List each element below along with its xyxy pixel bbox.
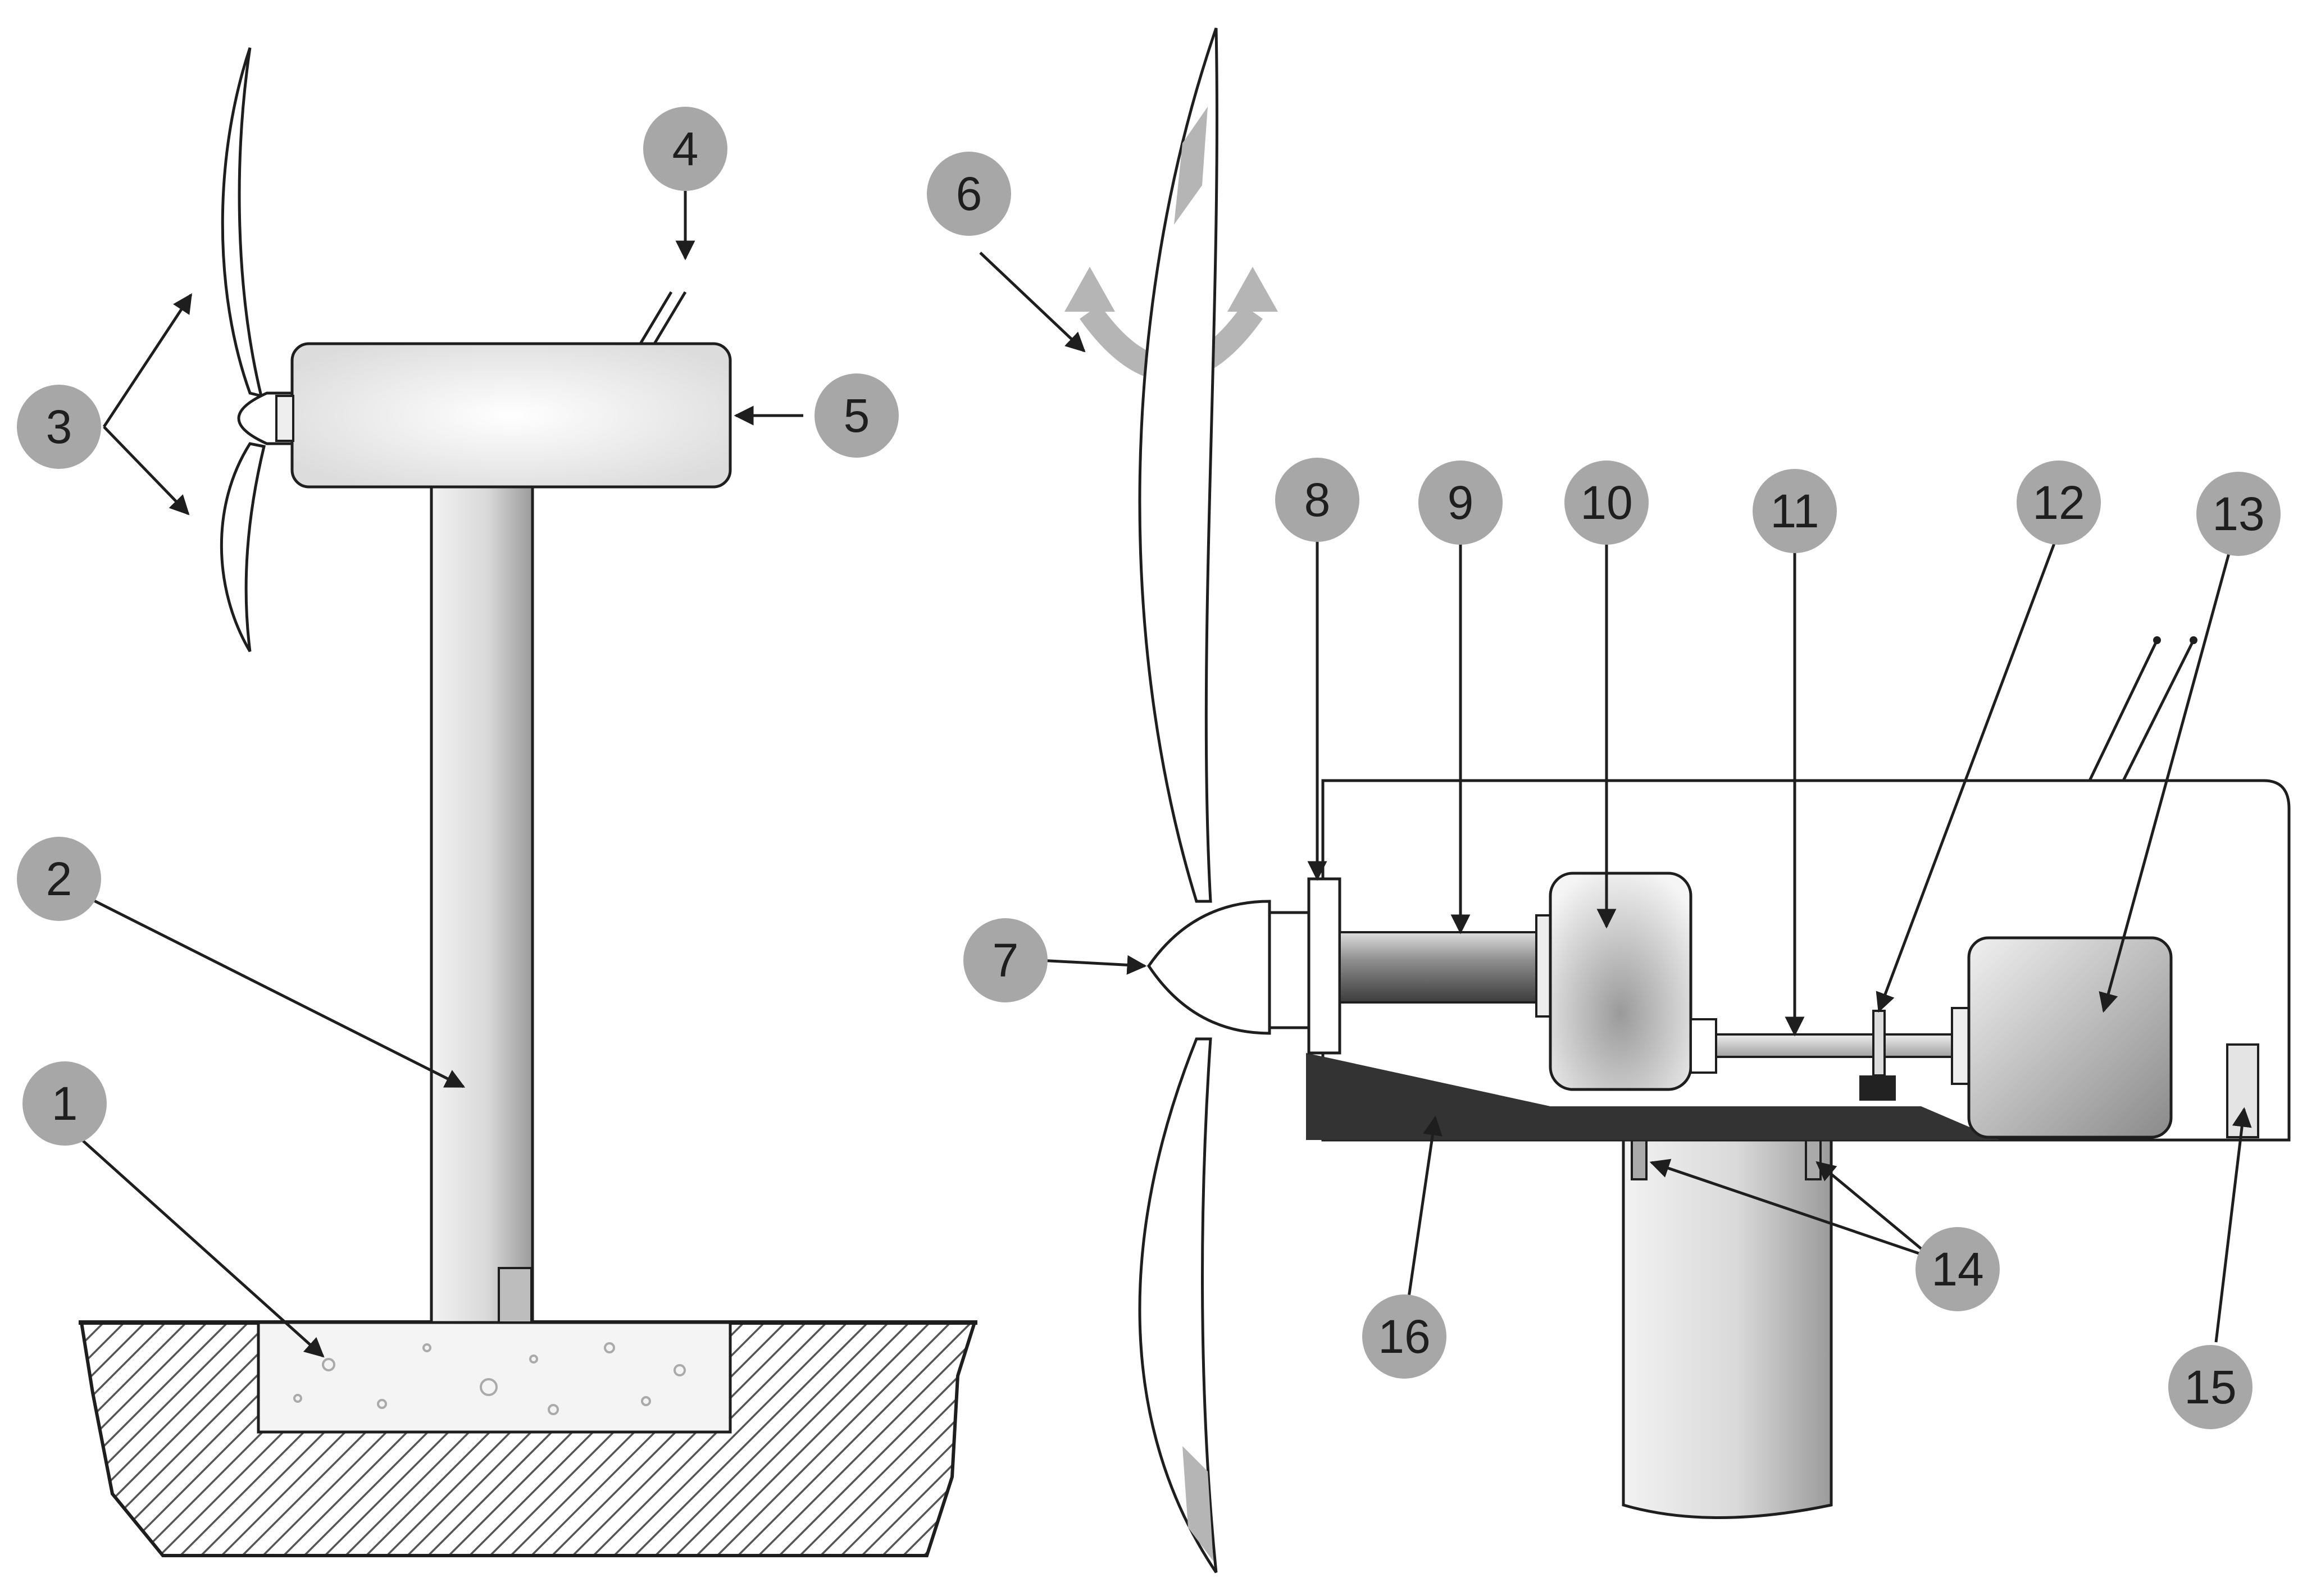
tower [430, 484, 534, 1324]
svg-text:14: 14 [1931, 1243, 1983, 1296]
svg-text:16: 16 [1378, 1310, 1430, 1363]
badge-9: 9 [1418, 460, 1503, 545]
badge-7: 7 [963, 918, 1048, 1002]
badge-6: 6 [927, 152, 1011, 236]
badge-1: 1 [22, 1061, 107, 1146]
badge-8: 8 [1275, 458, 1359, 542]
spinner-nose-cone [1146, 900, 1271, 1035]
badge-14: 14 [1915, 1227, 2000, 1311]
svg-text:2: 2 [46, 852, 72, 905]
svg-text:10: 10 [1580, 476, 1632, 529]
badge-11: 11 [1753, 469, 1837, 553]
base-plate [1306, 1053, 2000, 1140]
main-shaft [1339, 931, 1543, 1004]
badge-12: 12 [2017, 460, 2101, 545]
badge-5: 5 [814, 373, 899, 458]
svg-text:9: 9 [1448, 476, 1474, 529]
tower-top-section [1622, 1138, 1833, 1519]
concrete-foundation-block [257, 1321, 732, 1434]
gearbox [1535, 872, 1717, 1091]
svg-text:13: 13 [2212, 487, 2264, 540]
anemometer [639, 291, 687, 345]
svg-text:8: 8 [1304, 473, 1331, 526]
badge-4: 4 [643, 107, 727, 191]
svg-text:15: 15 [2184, 1361, 2236, 1413]
svg-text:1: 1 [52, 1077, 78, 1130]
badge-2: 2 [17, 837, 101, 921]
nacelle [290, 342, 732, 489]
rotor-blades-side-view [220, 47, 294, 653]
svg-text:11: 11 [1770, 485, 1819, 537]
svg-text:4: 4 [672, 122, 699, 175]
high-speed-shaft [1715, 1033, 1953, 1058]
rotor-blades-cutaway [1138, 28, 1218, 1574]
generator [1951, 936, 2173, 1139]
badge-10: 10 [1564, 460, 1649, 545]
svg-text:5: 5 [844, 389, 870, 442]
svg-text:7: 7 [993, 934, 1019, 987]
badge-3: 3 [17, 385, 101, 469]
svg-text:12: 12 [2032, 476, 2085, 529]
leader-lines [75, 191, 2252, 1358]
hub-bearing [1265, 877, 1341, 1055]
badge-15: 15 [2168, 1345, 2253, 1429]
svg-text:6: 6 [956, 167, 982, 220]
badge-16: 16 [1362, 1294, 1446, 1379]
svg-text:3: 3 [46, 400, 72, 453]
badge-13: 13 [2196, 472, 2281, 556]
